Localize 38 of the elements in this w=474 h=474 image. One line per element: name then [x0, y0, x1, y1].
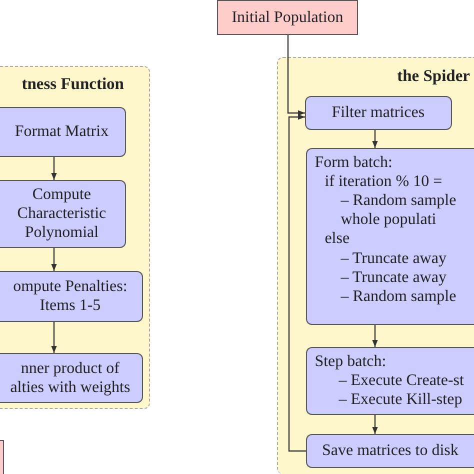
box-shape: [0, 440, 4, 474]
process-box: [306, 346, 474, 415]
arrow: [372, 415, 378, 434]
step-line: – Truncate away: [340, 248, 446, 268]
group-panel: [0, 66, 150, 409]
node-label: Filter matrices: [332, 103, 425, 122]
node-label: Format Matrix: [14, 122, 109, 142]
process-box: [0, 106, 126, 157]
group-title: the Spider: [397, 66, 470, 86]
arrow: [51, 248, 57, 271]
arrow: [287, 35, 305, 116]
arrow: [51, 322, 57, 353]
process-box: [0, 270, 143, 322]
group-panel: [277, 57, 474, 474]
step-line: – Execute Kill-step: [338, 390, 462, 410]
process-box: [0, 352, 143, 403]
node-label: Compute Characteristic Polynomial: [16, 184, 108, 242]
step-line: – Execute Create-st: [338, 370, 464, 390]
group-title: tness Function: [22, 74, 124, 94]
node-label: ompute Penalties: Items 1-5: [12, 277, 128, 316]
node-label: Form batch:: [314, 152, 392, 172]
arrow: [372, 130, 378, 148]
process-box: [0, 180, 126, 248]
step-line: – Random sample: [340, 287, 456, 306]
process-box: [304, 96, 452, 130]
step-line: – Truncate away: [340, 268, 446, 287]
step-line: else: [324, 229, 350, 249]
node-label: nner product of alties with weights: [9, 358, 132, 397]
process-box: [306, 434, 474, 468]
arrow: [372, 325, 378, 347]
arrow: [288, 114, 306, 452]
process-box: [306, 148, 474, 325]
node-label: Step batch:: [314, 352, 386, 371]
start-box: [217, 0, 358, 35]
arrow: [51, 157, 57, 180]
node-label: Initial Population: [232, 8, 344, 26]
node-label: Save matrices to disk: [322, 441, 458, 460]
step-line: if iteration % 10 =: [324, 172, 442, 192]
